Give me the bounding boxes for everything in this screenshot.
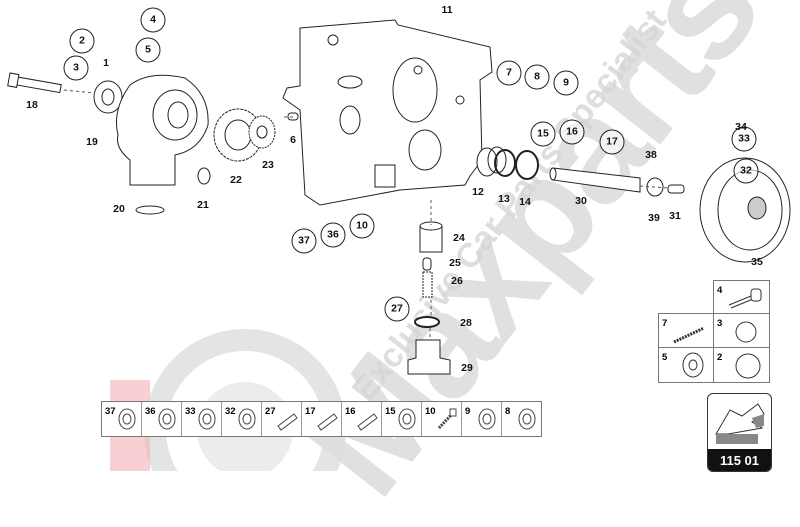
parts-strip-cell-37[interactable]: 37 (102, 402, 142, 436)
callout-28[interactable]: 28 (460, 316, 472, 329)
nut-icon (478, 408, 496, 430)
part-number: 36 (145, 406, 156, 417)
callout-18[interactable]: 18 (26, 98, 38, 111)
bolt-icon (728, 288, 762, 309)
part-number: 8 (505, 406, 511, 417)
part-number: 2 (717, 352, 723, 363)
callout-24[interactable]: 24 (453, 231, 465, 244)
callout-38[interactable]: 38 (645, 148, 657, 161)
parts-strip-cell-36[interactable]: 36 (142, 402, 182, 436)
parts-strip-cell-8[interactable]: 8 (502, 402, 541, 436)
washer-icon (118, 408, 136, 430)
lock-washer-icon (518, 408, 536, 430)
callout-3[interactable]: 3 (63, 55, 89, 81)
callout-4[interactable]: 4 (140, 7, 166, 33)
callout-34[interactable]: 34 (735, 120, 747, 133)
callout-20[interactable]: 20 (113, 202, 125, 215)
gasket-icon (277, 413, 298, 431)
o-ring-icon (238, 408, 256, 430)
parts-strip: 37 36 33 32 27 17 16 15 10 9 8 (101, 401, 542, 437)
parts-grid-cell-4[interactable]: 4 (713, 280, 770, 315)
parts-strip-cell-16[interactable]: 16 (342, 402, 382, 436)
part-number: 15 (385, 406, 396, 417)
stud-icon (673, 326, 705, 344)
callout-37[interactable]: 37 (291, 228, 317, 254)
callout-17[interactable]: 17 (599, 129, 625, 155)
part-number: 37 (105, 406, 116, 417)
callout-25[interactable]: 25 (449, 256, 461, 269)
woodruff-key-icon (357, 413, 378, 431)
key-icon (317, 413, 338, 431)
parts-grid-cell-5[interactable]: 5 (658, 347, 715, 383)
callout-8[interactable]: 8 (524, 64, 550, 90)
circlip-icon (198, 408, 216, 430)
callout-32[interactable]: 32 (733, 158, 759, 184)
callout-36[interactable]: 36 (320, 222, 346, 248)
callout-12[interactable]: 12 (472, 185, 484, 198)
parts-strip-cell-27[interactable]: 27 (262, 402, 302, 436)
callout-9[interactable]: 9 (553, 70, 579, 96)
timing-cover-11 (282, 19, 493, 206)
callout-19[interactable]: 19 (86, 135, 98, 148)
part-number: 10 (425, 406, 436, 417)
callout-10[interactable]: 10 (349, 213, 375, 239)
callout-16[interactable]: 16 (559, 119, 585, 145)
parts-strip-cell-15[interactable]: 15 (382, 402, 422, 436)
callout-22[interactable]: 22 (230, 173, 242, 186)
callout-31[interactable]: 31 (669, 209, 681, 222)
exploded-parts-diagram (7, 19, 791, 375)
bearing-1 (93, 80, 123, 114)
part-number: 17 (305, 406, 316, 417)
parts-strip-cell-17[interactable]: 17 (302, 402, 342, 436)
callout-15[interactable]: 15 (530, 121, 556, 147)
callout-21[interactable]: 21 (197, 198, 209, 211)
parts-grid-cell-2[interactable]: 2 (713, 347, 770, 383)
callout-35[interactable]: 35 (751, 255, 763, 268)
pulley-34 (699, 157, 791, 263)
callout-6[interactable]: 6 (290, 133, 296, 146)
bolt-18 (7, 72, 62, 94)
callout-7[interactable]: 7 (496, 60, 522, 86)
callout-23[interactable]: 23 (262, 158, 274, 171)
parts-grid-cell-3[interactable]: 3 (713, 313, 770, 349)
callout-39[interactable]: 39 (648, 211, 660, 224)
parts-grid-cell-7[interactable]: 7 (658, 313, 715, 349)
callout-2[interactable]: 2 (69, 28, 95, 54)
callout-26[interactable]: 26 (451, 274, 463, 287)
part-number: 3 (717, 318, 723, 329)
circlip-icon (735, 353, 761, 379)
bolt-icon (437, 408, 457, 430)
part-number: 9 (465, 406, 471, 417)
part-number: 27 (265, 406, 276, 417)
callout-1[interactable]: 1 (103, 56, 109, 69)
next-page-button[interactable]: 115 01 (707, 393, 772, 472)
part-number: 16 (345, 406, 356, 417)
parts-strip-cell-33[interactable]: 33 (182, 402, 222, 436)
callout-29[interactable]: 29 (461, 361, 473, 374)
arrow-next-page-icon (715, 403, 765, 444)
page-code: 115 01 (708, 449, 771, 471)
gear-23 (248, 115, 276, 149)
callout-14[interactable]: 14 (519, 195, 531, 208)
part-number: 7 (662, 318, 668, 329)
parts-strip-cell-32[interactable]: 32 (222, 402, 262, 436)
parts-strip-cell-9[interactable]: 9 (462, 402, 502, 436)
parts-strip-cell-10[interactable]: 10 (422, 402, 462, 436)
callout-5[interactable]: 5 (135, 37, 161, 63)
callout-30[interactable]: 30 (575, 194, 587, 207)
callout-33[interactable]: 33 (731, 126, 757, 152)
part-number: 4 (717, 285, 723, 296)
lock-washer-icon (158, 408, 176, 430)
callout-13[interactable]: 13 (498, 192, 510, 205)
part-number: 5 (662, 352, 668, 363)
callout-27[interactable]: 27 (384, 296, 410, 322)
pump-housing-19 (116, 74, 209, 186)
circlip-icon (398, 408, 416, 430)
callout-11[interactable]: 11 (441, 3, 453, 16)
part-number: 32 (225, 406, 236, 417)
washer-icon (682, 352, 704, 378)
circlip-icon (735, 321, 757, 343)
part-number: 33 (185, 406, 196, 417)
